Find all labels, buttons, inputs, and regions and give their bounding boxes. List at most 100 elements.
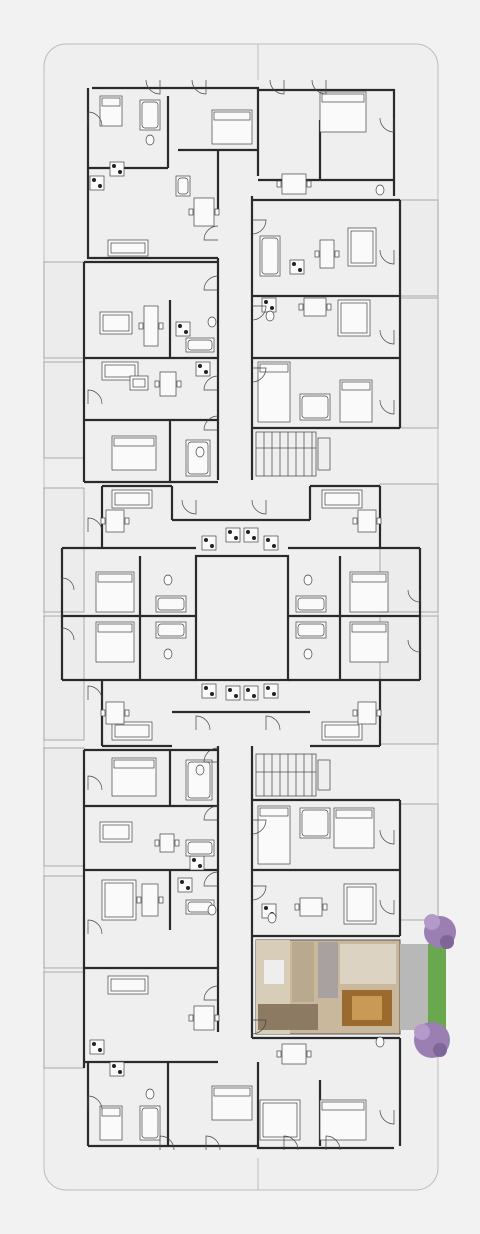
chair-icon <box>158 322 164 330</box>
door-swing-icon <box>61 577 75 591</box>
chair-icon <box>214 1014 220 1022</box>
sofa-seat-icon <box>104 364 136 378</box>
burner-icon <box>270 306 274 310</box>
door-swing-icon <box>251 499 267 515</box>
chair-icon <box>158 896 164 904</box>
burner-icon <box>264 906 268 910</box>
burner-icon <box>252 536 256 540</box>
kitchen-hob-icon <box>89 1039 105 1055</box>
burner-icon <box>228 688 232 692</box>
door-swing-icon <box>325 1135 341 1151</box>
burner-icon <box>92 1042 96 1046</box>
bed-pillow-icon <box>351 573 387 583</box>
door-swing-icon <box>379 117 395 133</box>
door-swing-icon <box>159 1135 175 1151</box>
bed-pillow-icon <box>101 97 121 107</box>
toilet-icon <box>267 912 277 924</box>
burner-icon <box>112 1064 116 1068</box>
door-swing-icon <box>203 985 219 1001</box>
door-swing-icon <box>251 305 267 321</box>
bathtub-basin-icon <box>187 441 209 475</box>
door-swing-icon <box>191 79 207 95</box>
chair-icon <box>188 1014 194 1022</box>
door-swing-icon <box>251 819 267 835</box>
toilet-icon <box>163 648 173 660</box>
dining-table-icon <box>357 701 377 725</box>
bathtub-basin-icon <box>301 809 329 837</box>
dining-table-icon <box>299 897 323 917</box>
burner-icon <box>264 300 268 304</box>
door-swing-icon <box>203 871 219 887</box>
chair-icon <box>306 1050 312 1058</box>
bathtub-basin-icon <box>157 623 185 637</box>
bathtub-basin-icon <box>187 761 211 799</box>
door-swing-icon <box>195 715 211 731</box>
burner-icon <box>210 544 214 548</box>
chair-icon <box>276 1050 282 1058</box>
bathtub-basin-icon <box>157 597 185 611</box>
toilet-icon <box>145 1088 155 1100</box>
dining-table-icon <box>105 701 125 725</box>
bathtub-basin-icon <box>177 177 189 195</box>
bed-pillow-icon <box>321 1101 365 1111</box>
burner-icon <box>112 164 116 168</box>
chair-icon <box>298 303 304 311</box>
bathtub-basin-icon <box>261 237 279 275</box>
bed-pillow-icon <box>321 93 365 103</box>
kitchen-hob-icon <box>243 527 259 543</box>
bottom-wing-walls <box>82 746 402 1150</box>
dining-table-icon <box>159 371 177 397</box>
door-swing-icon <box>407 639 421 653</box>
burner-icon <box>266 538 270 542</box>
chair-icon <box>138 322 144 330</box>
sofa-seat-icon <box>340 302 368 334</box>
kitchen-hob-icon <box>243 685 259 701</box>
door-swing-icon <box>407 589 421 603</box>
door-swing-icon <box>87 775 103 791</box>
bed-pillow-icon <box>97 623 133 633</box>
toilet-icon <box>303 648 313 660</box>
kitchen-hob-icon <box>201 535 217 551</box>
sofa-seat-icon <box>324 724 360 738</box>
sofa-seat-icon <box>262 1102 298 1138</box>
burner-icon <box>198 864 202 868</box>
chair-icon <box>376 517 382 525</box>
dining-table-icon <box>281 1043 307 1065</box>
bed-pillow-icon <box>113 437 155 447</box>
bathtub-basin-icon <box>297 623 325 637</box>
toilet-icon <box>145 134 155 146</box>
door-swing-icon <box>379 249 395 265</box>
sofa-seat-icon <box>114 724 150 738</box>
dining-table-icon <box>303 297 327 317</box>
chair-icon <box>188 208 194 216</box>
kitchen-hob-icon <box>261 297 277 313</box>
chair-icon <box>154 839 160 847</box>
door-swing-icon <box>87 919 103 935</box>
kitchen-hob-icon <box>195 361 211 377</box>
bed-pillow-icon <box>113 759 155 769</box>
kitchen-hob-icon <box>263 535 279 551</box>
chair-icon <box>334 250 340 258</box>
burner-icon <box>118 170 122 174</box>
door-swing-icon <box>379 1109 395 1125</box>
bed-pillow-icon <box>213 111 251 121</box>
dining-table-icon <box>357 509 377 533</box>
bathtub-basin-icon <box>141 1107 159 1139</box>
sofa-seat-icon <box>104 882 134 918</box>
toilet-icon <box>163 574 173 586</box>
chair-icon <box>314 250 320 258</box>
dining-table-icon <box>319 239 335 269</box>
burner-icon <box>184 330 188 334</box>
stair-icon <box>255 431 331 477</box>
burner-icon <box>246 688 250 692</box>
kitchen-hob-icon <box>109 1061 125 1077</box>
burner-icon <box>186 886 190 890</box>
burner-icon <box>228 530 232 534</box>
chair-icon <box>352 709 358 717</box>
burner-icon <box>266 686 270 690</box>
door-swing-icon <box>283 1135 299 1151</box>
bed-pillow-icon <box>259 807 289 817</box>
door-swing-icon <box>269 79 285 95</box>
door-swing-icon <box>203 747 219 763</box>
